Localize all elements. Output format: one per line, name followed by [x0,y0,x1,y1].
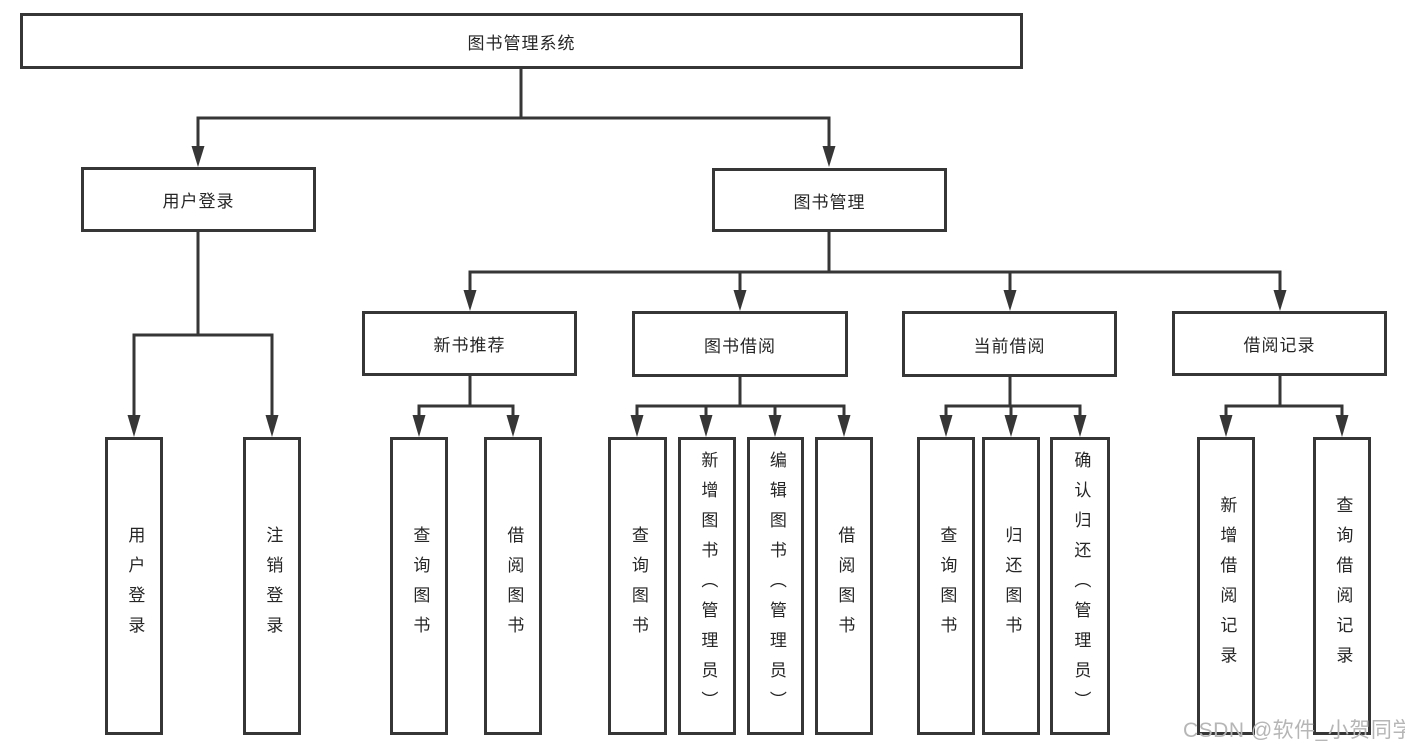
arrowhead [1073,415,1087,437]
arrowhead [822,146,836,167]
leaf-label: 确认归还（管理员） [1071,451,1091,721]
node-label: 用户登录 [162,192,235,211]
leaf-logout: 注销登录 [243,437,301,735]
arrowhead [463,290,477,311]
leaf-confirm-return-admin: 确认归还（管理员） [1050,437,1110,735]
arrowhead [506,415,520,437]
node-book-borrowing: 图书借阅 [632,311,848,377]
leaf-label: 注销登录 [263,526,283,646]
node-label: 图书管理 [793,192,866,212]
arrowhead [1004,415,1018,437]
arrowhead [768,415,782,437]
branch-book-management [468,230,1282,294]
leaf-add-borrow-record: 新增借阅记录 [1197,437,1255,735]
leaf-edit-book-admin: 编辑图书（管理员） [747,437,804,735]
branch-root [196,67,831,150]
leaf-label: 归还图书 [1002,526,1022,646]
leaf-label: 查询图书 [937,526,957,646]
leaf-query-books-borrowing: 查询图书 [608,437,667,735]
node-library-management-system: 图书管理系统 [20,13,1023,69]
arrowhead [127,415,141,437]
leaf-label: 新增借阅记录 [1217,496,1237,676]
leaf-label: 新增图书（管理员） [698,451,718,721]
arrowhead [733,290,747,311]
arrowhead [412,415,426,437]
node-borrowing-records: 借阅记录 [1172,311,1387,376]
leaf-return-books: 归还图书 [982,437,1040,735]
leaf-label: 用户登录 [125,526,145,646]
node-label: 新书推荐 [433,336,506,355]
node-book-management: 图书管理 [712,168,947,232]
branch-current-borrow [944,374,1082,420]
leaf-label: 查询借阅记录 [1333,496,1353,676]
node-current-borrowing: 当前借阅 [902,311,1117,377]
arrowhead [1273,290,1287,311]
leaf-borrow-books-recommend: 借阅图书 [484,437,542,735]
leaf-query-books-recommend: 查询图书 [390,437,448,735]
arrowhead [837,415,851,437]
node-label: 当前借阅 [973,336,1046,356]
branch-user-login [132,230,274,420]
arrowhead [1335,415,1349,437]
watermark-text: CSDN @软件_小贺同学 [1183,719,1405,742]
leaf-label: 编辑图书（管理员） [766,451,786,721]
leaf-query-borrow-record: 查询借阅记录 [1313,437,1371,735]
arrowhead [1219,415,1233,437]
arrowhead [939,415,953,437]
leaf-label: 查询图书 [410,526,430,646]
branch-borrow-records [1224,374,1344,420]
node-label: 图书管理系统 [467,33,576,53]
arrowhead [191,146,205,167]
leaf-label: 查询图书 [628,526,648,646]
arrowhead [630,415,644,437]
leaf-label: 借阅图书 [835,526,855,646]
node-user-login: 用户登录 [81,167,316,232]
node-label: 借阅记录 [1243,336,1316,355]
branch-book-borrow [635,374,846,420]
arrowhead [1003,290,1017,311]
node-new-book-recommendation: 新书推荐 [362,311,577,376]
arrowhead [699,415,713,437]
leaf-borrow-books-borrowing: 借阅图书 [815,437,873,735]
arrowhead [265,415,279,437]
leaf-user-login: 用户登录 [105,437,163,735]
branch-new-book [417,374,515,420]
leaf-label: 借阅图书 [504,526,524,646]
leaf-add-book-admin: 新增图书（管理员） [678,437,736,735]
node-label: 图书借阅 [704,336,776,356]
leaf-query-books-current: 查询图书 [917,437,975,735]
